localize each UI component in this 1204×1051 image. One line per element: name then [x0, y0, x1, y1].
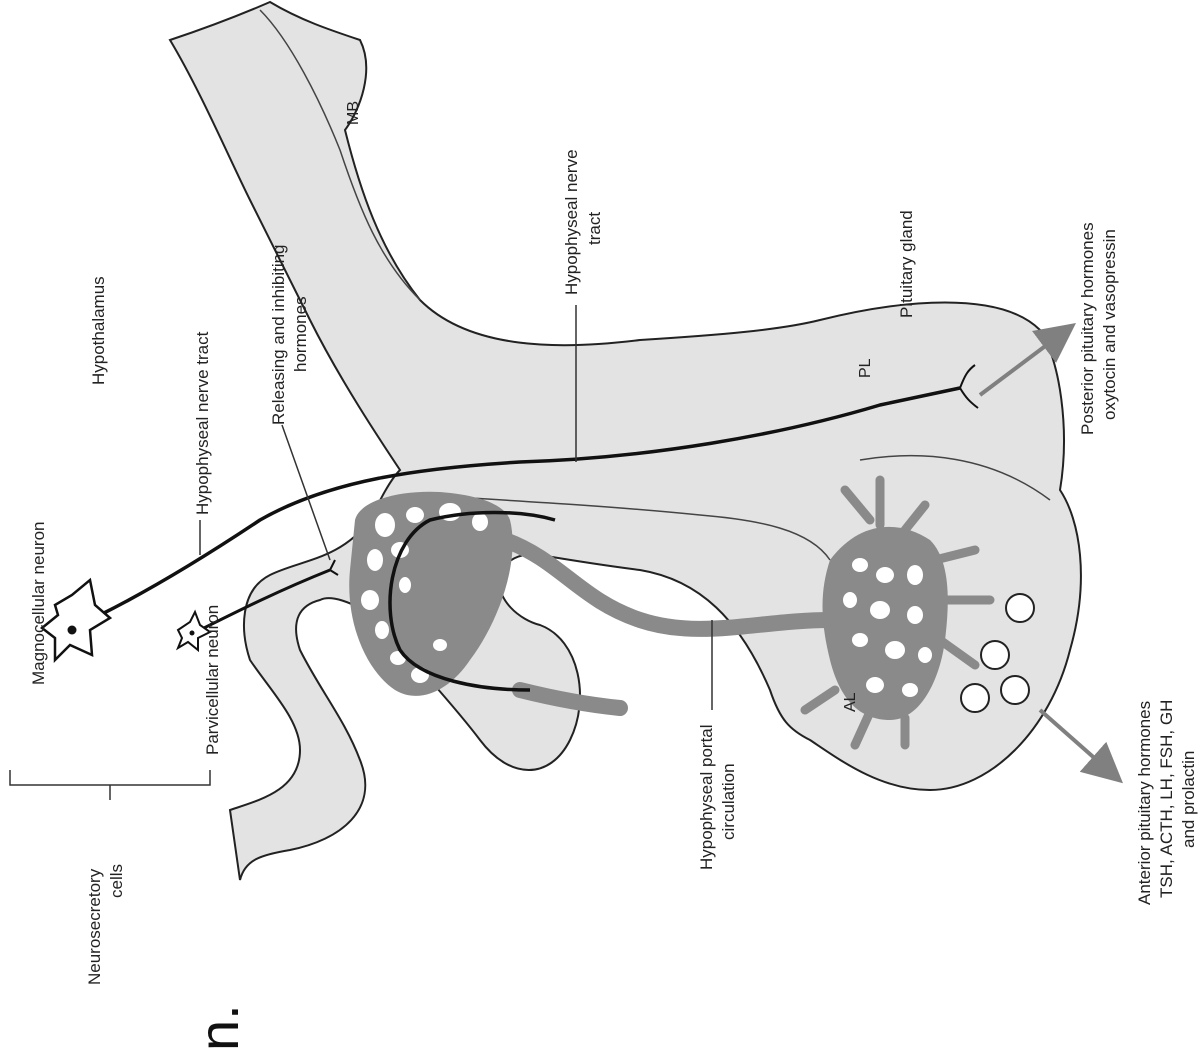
magnocellular-nucleus — [68, 626, 77, 635]
label-hypothalamus: Hypothalamus — [89, 276, 108, 385]
label-anterior-hormones-line2: TSH, ACTH, LH, FSH, GH — [1157, 700, 1176, 898]
label-pl: PL — [857, 358, 874, 378]
label-posterior-hormones-line2: oxytocin and vasopressin — [1100, 229, 1119, 420]
label-magnocellular-neuron: Magnocellular neuron — [29, 522, 48, 686]
label-hypophyseal-nerve-tract-left: Hypophyseal nerve tract — [193, 331, 212, 515]
label-anterior-hormones-line3: and prolactin — [1179, 751, 1198, 848]
label-neurosecretory-line1: Neurosecretory — [85, 868, 104, 985]
label-parvicellular-neuron: Parvicellular neuron — [203, 605, 222, 755]
anterior-hormone-arrow — [1040, 710, 1108, 770]
label-hypophyseal-portal-line1: Hypophyseal portal — [697, 724, 716, 870]
label-releasing-hormones-line1: Releasing and inhibiting — [269, 244, 288, 425]
neurosecretory-bracket — [10, 770, 210, 800]
label-posterior-hormones-line1: Posterior pituitary hormones — [1078, 222, 1097, 435]
label-hypophyseal-nerve-tract-mid-line1: Hypophyseal nerve — [562, 149, 581, 295]
text-fragment: n. — [187, 1004, 250, 1051]
label-mb: MB — [345, 101, 362, 125]
label-neurosecretory-line2: cells — [107, 864, 126, 898]
parvicellular-nucleus — [190, 631, 195, 636]
label-releasing-hormones-line2: hormones — [291, 296, 310, 372]
label-al: AL — [842, 692, 859, 712]
magnocellular-neuron-soma — [42, 580, 110, 660]
hypothalamus-pituitary-tissue — [170, 2, 1081, 880]
label-hypophyseal-nerve-tract-mid-line2: tract — [585, 212, 604, 245]
label-pituitary-gland: Pituitary gland — [897, 210, 916, 318]
label-hypophyseal-portal-line2: circulation — [719, 763, 738, 840]
label-anterior-hormones-line1: Anterior pituitary hormones — [1135, 701, 1154, 905]
